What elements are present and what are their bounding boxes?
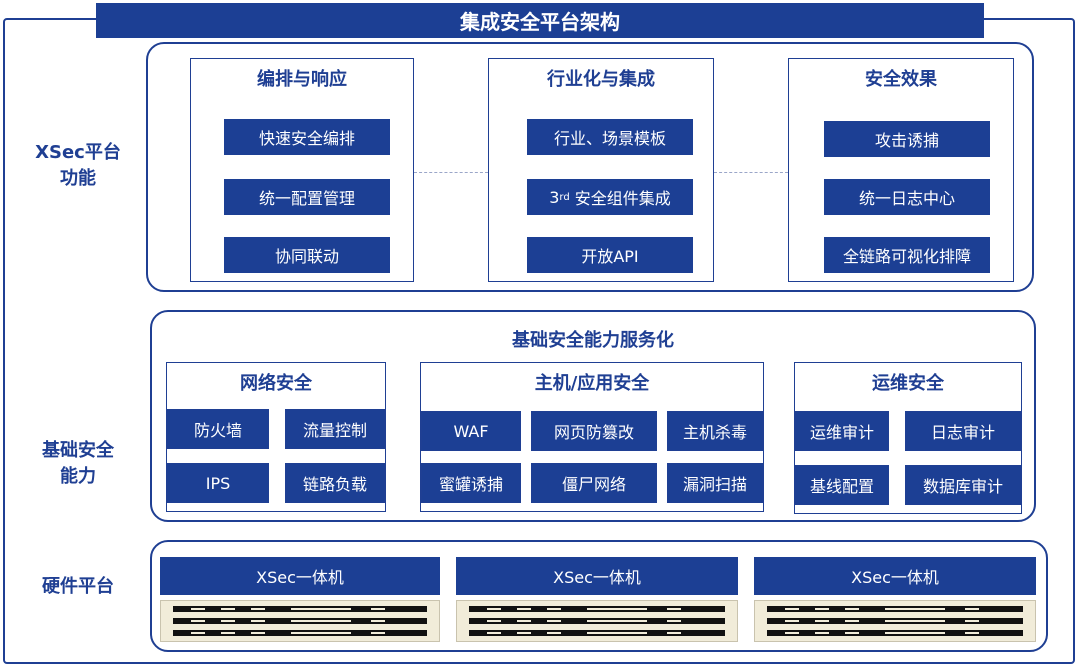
item-botnet: 僵尸网络 [531, 463, 657, 503]
item-host-antivirus: 主机杀毒 [667, 411, 763, 451]
item-baseline-config: 基线配置 [795, 465, 889, 505]
item-vuln-scan: 漏洞扫描 [667, 463, 763, 503]
panel-ops-security: 运维安全 运维审计 日志审计 基线配置 数据库审计 [794, 362, 1022, 514]
panel-orchestration: 编排与响应 快速安全编排 统一配置管理 协同联动 [190, 58, 414, 282]
hardware-section [150, 540, 1048, 652]
hardware-unit-2: XSec一体机 [456, 557, 738, 595]
server-rack-icon [173, 606, 427, 636]
integration-sup: rd [559, 191, 570, 203]
server-rack-3 [754, 600, 1036, 642]
server-rack-icon [767, 606, 1023, 636]
panel-host-app-security: 主机/应用安全 WAF 网页防篡改 主机杀毒 蜜罐诱捕 僵尸网络 漏洞扫描 [420, 362, 764, 512]
item-honeypot: 蜜罐诱捕 [421, 463, 521, 503]
item-industry-template: 行业、场景模板 [527, 119, 693, 155]
item-db-audit: 数据库审计 [905, 465, 1021, 505]
panel-industry-title: 行业化与集成 [547, 69, 655, 90]
page-title: 集成安全平台架构 [96, 3, 984, 38]
side-label-basic-line2: 能力 [60, 466, 96, 487]
panel-network-security: 网络安全 防火墙 流量控制 IPS 链路负载 [166, 362, 386, 512]
item-waf: WAF [421, 411, 521, 451]
item-link-balance: 链路负载 [285, 463, 385, 503]
item-ops-audit: 运维审计 [795, 411, 889, 451]
integration-suffix: 安全组件集成 [569, 189, 671, 208]
item-firewall: 防火墙 [167, 409, 269, 449]
panel-security-effect-title: 安全效果 [865, 69, 937, 90]
server-rack-1 [160, 600, 440, 642]
item-unified-config: 统一配置管理 [224, 179, 390, 215]
side-label-basic-line1: 基础安全 [42, 440, 114, 461]
hardware-unit-1: XSec一体机 [160, 557, 440, 595]
platform-section [146, 42, 1034, 292]
item-visual-troubleshoot: 全链路可视化排障 [824, 237, 990, 273]
integration-prefix: 3 [549, 187, 560, 207]
connector-line-1 [414, 172, 488, 173]
item-log-center: 统一日志中心 [824, 179, 990, 215]
item-fast-orchestration: 快速安全编排 [224, 119, 390, 155]
panel-network-title: 网络安全 [240, 373, 312, 394]
item-linkage: 协同联动 [224, 237, 390, 273]
basic-section [150, 310, 1036, 522]
panel-ops-title: 运维安全 [872, 373, 944, 394]
item-attack-trap: 攻击诱捕 [824, 121, 990, 157]
server-rack-icon [469, 606, 725, 636]
side-label-platform: XSec平台 功能 [18, 140, 138, 192]
side-label-hardware: 硬件平台 [42, 576, 114, 597]
basic-section-title: 基础安全能力服务化 [512, 330, 674, 351]
item-ips: IPS [167, 463, 269, 503]
side-label-platform-line2: 功能 [60, 168, 96, 189]
hardware-unit-3: XSec一体机 [754, 557, 1036, 595]
item-log-audit: 日志审计 [905, 411, 1021, 451]
panel-security-effect: 安全效果 攻击诱捕 统一日志中心 全链路可视化排障 [788, 58, 1014, 282]
side-label-platform-line1: XSec平台 [35, 142, 121, 163]
item-web-tamper: 网页防篡改 [531, 411, 657, 451]
server-rack-2 [456, 600, 738, 642]
side-label-basic: 基础安全 能力 [18, 438, 138, 490]
item-traffic-control: 流量控制 [285, 409, 385, 449]
panel-orchestration-title: 编排与响应 [257, 69, 347, 90]
panel-host-title: 主机/应用安全 [534, 373, 650, 394]
connector-line-2 [714, 172, 788, 173]
item-open-api: 开放API [527, 237, 693, 273]
